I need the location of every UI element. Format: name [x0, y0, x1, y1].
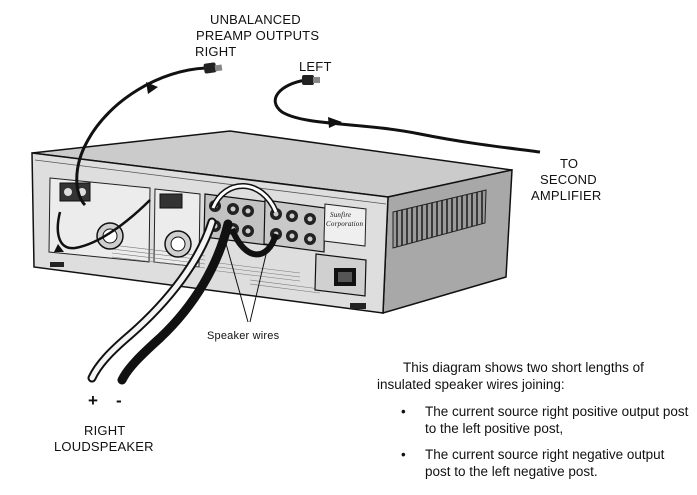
caption-bullet-1: • The current source right positive outp… — [377, 403, 689, 437]
label-unbalanced: UNBALANCED — [210, 12, 301, 27]
cable-loop-input — [56, 199, 151, 250]
caption-intro: This diagram shows two short lengths of … — [377, 360, 644, 392]
pointer-line-2 — [249, 245, 269, 323]
power-inlet — [314, 253, 367, 297]
caption-bullet-list: • The current source right positive outp… — [377, 403, 689, 480]
side-vents — [392, 189, 487, 249]
jumper-wire-positive-inner — [211, 184, 278, 213]
rca-plug-left — [302, 75, 320, 85]
caption-block: This diagram shows two short lengths of … — [377, 359, 689, 489]
rca-inputs — [59, 182, 183, 209]
rca-plug-right — [203, 62, 223, 74]
label-right-output: RIGHT — [195, 44, 237, 59]
label-left-output: LEFT — [299, 59, 332, 74]
cable-left-preamp — [273, 78, 541, 154]
bullet-glyph: • — [401, 404, 406, 419]
label-plus: + — [88, 391, 99, 410]
speaker-cable-pair — [87, 217, 233, 385]
label-right-speaker: RIGHT — [84, 423, 126, 438]
pointer-line-1 — [224, 239, 249, 323]
label-preamp-outputs: PREAMP OUTPUTS — [196, 28, 320, 43]
label-minus: - — [116, 391, 122, 410]
caption-bullet-2: • The current source right negative outp… — [377, 446, 689, 480]
arrow-to-second-amp — [328, 117, 342, 128]
label-loudspeaker: LOUDSPEAKER — [54, 439, 154, 454]
brand-corporation: Corporation — [326, 220, 364, 228]
label-amplifier: AMPLIFIER — [531, 188, 602, 203]
brand-plate — [323, 203, 367, 247]
label-speaker-wires: Speaker wires — [207, 330, 280, 342]
bullet-glyph: • — [401, 447, 406, 462]
label-to: TO — [560, 156, 579, 171]
speaker-binding-posts — [203, 193, 326, 253]
arrow-right-cable — [146, 82, 158, 94]
caption-bullet-text: The current source right negative output… — [425, 447, 665, 479]
panel-fine-print — [111, 244, 321, 294]
label-second: SECOND — [540, 172, 597, 187]
brand-name: Sunfire — [330, 211, 352, 219]
feet — [50, 262, 366, 309]
arrow-input-loop — [54, 244, 64, 252]
jumper-wire-negative — [229, 227, 279, 258]
cable-right-preamp — [75, 66, 207, 207]
xlr-connector-left — [164, 230, 192, 258]
caption-bullet-text: The current source right positive output… — [425, 404, 689, 436]
